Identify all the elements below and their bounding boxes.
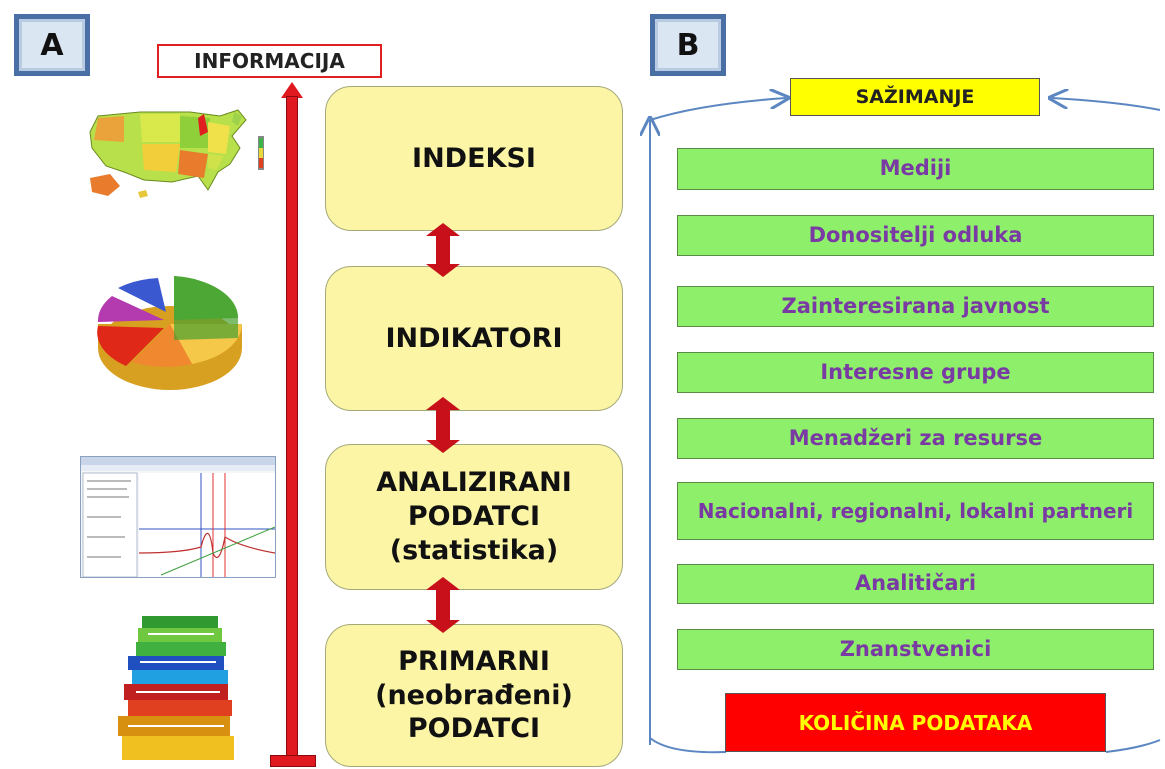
information-label: INFORMACIJA bbox=[157, 44, 382, 78]
audience-partners: Nacionalni, regionalni, lokalni partneri bbox=[677, 482, 1154, 540]
level-indexes: INDEKSI bbox=[325, 86, 623, 231]
data-quantity-label: KOLIČINA PODATAKA bbox=[725, 693, 1106, 752]
summarization-label: SAŽIMANJE bbox=[790, 78, 1040, 116]
panel-b-label: B bbox=[650, 14, 726, 76]
audience-decision-makers: Donositelji odluka bbox=[677, 215, 1154, 256]
double-arrow bbox=[426, 577, 460, 633]
double-arrow bbox=[426, 397, 460, 453]
summarization-frame bbox=[640, 80, 1161, 754]
information-axis-arrowhead bbox=[281, 82, 303, 98]
audience-analysts: Analitičari bbox=[677, 564, 1154, 604]
books-stack-icon bbox=[118, 616, 234, 760]
pie-chart-icon bbox=[97, 276, 242, 390]
audience-resource-managers: Menadžeri za resurse bbox=[677, 418, 1154, 459]
audience-interested-public: Zainteresirana javnost bbox=[677, 286, 1154, 327]
audience-media: Mediji bbox=[677, 148, 1154, 190]
software-screenshot-icon bbox=[80, 456, 276, 578]
information-axis-arrow bbox=[286, 96, 298, 756]
audience-interest-groups: Interesne grupe bbox=[677, 352, 1154, 393]
level-primary-data: PRIMARNI (neobrađeni) PODATCI bbox=[325, 624, 623, 767]
panel-a-label: A bbox=[14, 14, 90, 76]
level-indicators: INDIKATORI bbox=[325, 266, 623, 411]
level-analyzed-data: ANALIZIRANI PODATCI (statistika) bbox=[325, 444, 623, 590]
usa-map-icon bbox=[89, 109, 264, 198]
double-arrow bbox=[426, 223, 460, 277]
information-axis-base bbox=[270, 755, 316, 767]
audience-scientists: Znanstvenici bbox=[677, 629, 1154, 670]
